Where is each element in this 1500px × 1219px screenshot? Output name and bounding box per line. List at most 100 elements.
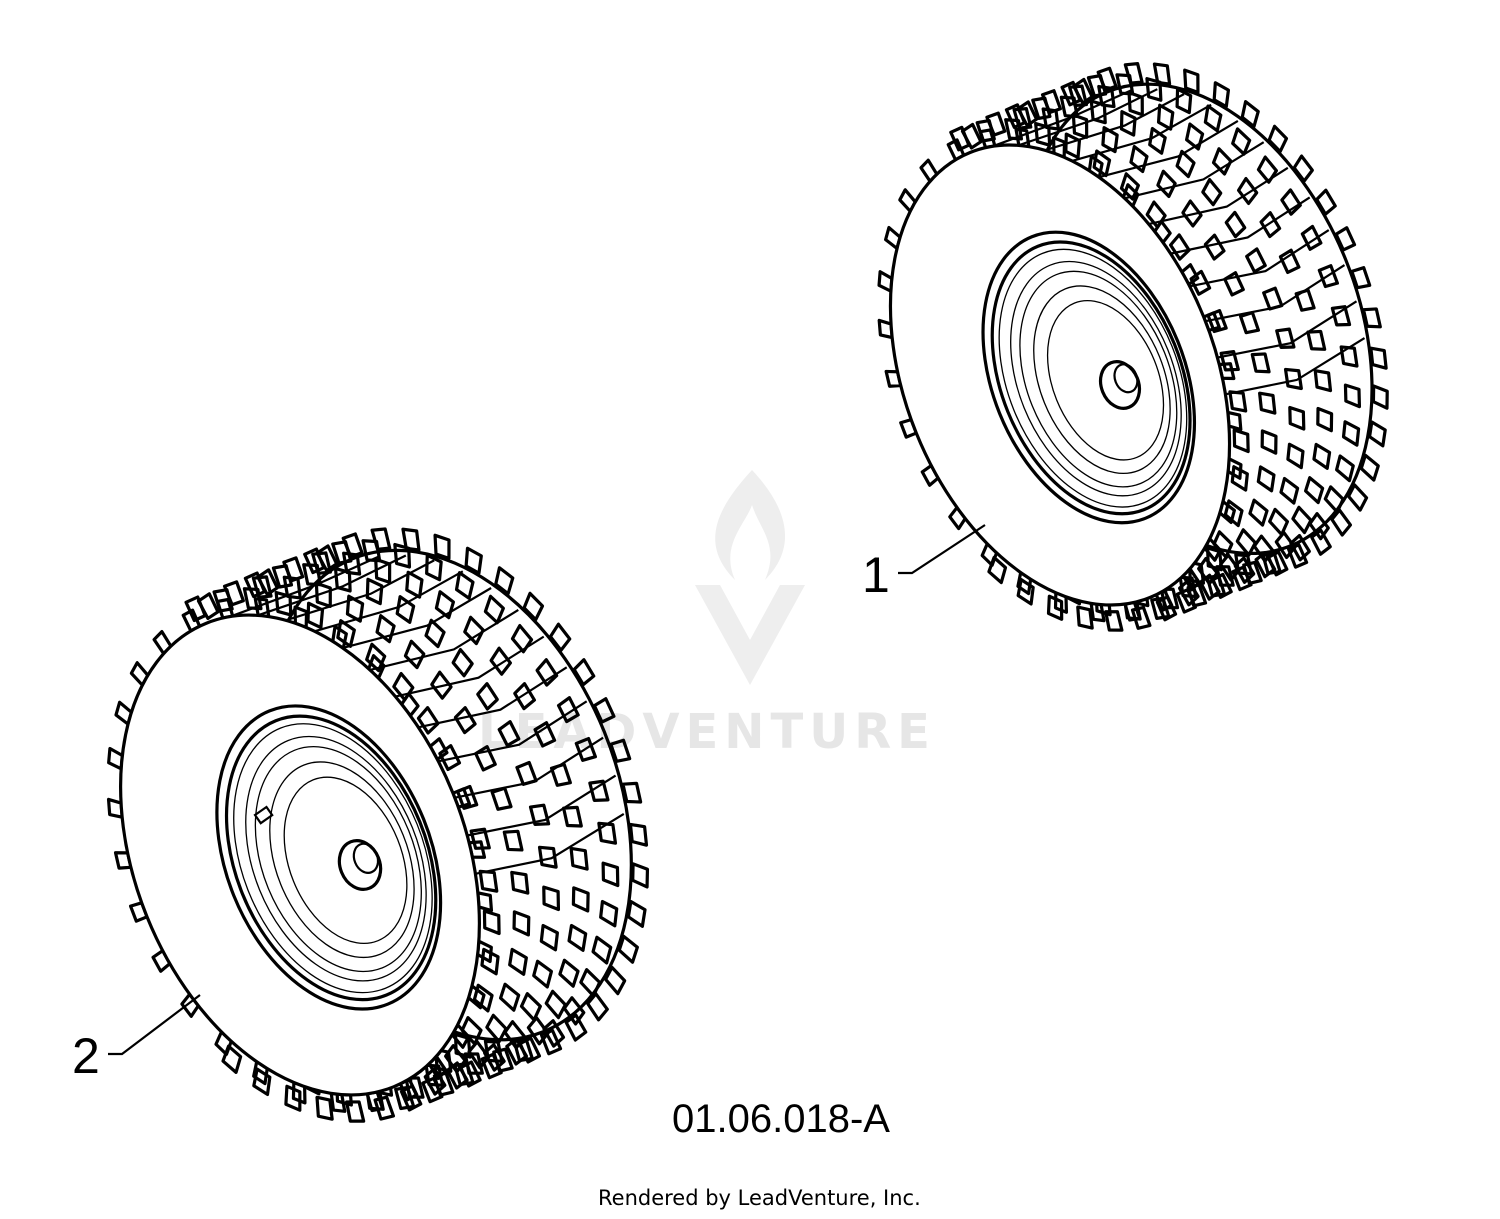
tread-lug <box>631 862 650 889</box>
leader-line-1 <box>898 524 986 575</box>
tread-lug <box>1175 87 1193 115</box>
tread-chevron <box>1189 229 1330 288</box>
tread-lug <box>1313 369 1333 393</box>
tread-lug <box>485 1013 508 1044</box>
tread-lug <box>1242 560 1263 585</box>
tread-lug <box>1341 420 1361 447</box>
tread-lug <box>490 786 513 811</box>
tread-lug <box>1291 505 1313 535</box>
tread-lug <box>1289 533 1312 562</box>
tread-lug <box>1152 62 1172 86</box>
tread-lug <box>574 736 597 762</box>
tread-lug <box>1060 80 1082 107</box>
tread-chevron <box>467 774 617 837</box>
tread-lug <box>453 706 477 735</box>
tread-lug <box>478 869 499 893</box>
tread-lug <box>579 968 602 998</box>
tread-chevron <box>1205 264 1346 323</box>
wheel-rim-ring <box>254 746 422 973</box>
tread-lug <box>1306 329 1327 351</box>
tread-lug <box>1308 512 1330 541</box>
tread-lug <box>221 1044 243 1074</box>
tread-lug <box>985 111 1007 137</box>
tread-lug <box>454 571 475 600</box>
tread-lug <box>1016 100 1039 128</box>
tread-lug <box>425 553 443 582</box>
tread-lug <box>539 1028 563 1056</box>
tread-lug <box>513 682 537 711</box>
tread-lug <box>599 899 619 928</box>
tread-lug <box>1250 352 1271 374</box>
tread-lug <box>243 571 267 599</box>
tread-chevron <box>285 559 435 622</box>
tread-lug <box>1288 405 1306 431</box>
tire-sidewall <box>888 143 1232 607</box>
wheel-rim-ring <box>1033 285 1171 475</box>
tread-lug <box>394 1085 416 1111</box>
tread-lug <box>1119 110 1137 137</box>
wheel-rim-ring <box>998 248 1188 508</box>
tread-lug <box>1223 499 1244 528</box>
tread-chevron <box>1017 88 1158 147</box>
leader-line-2 <box>108 994 201 1056</box>
tread-lug <box>1335 454 1355 483</box>
tread-lug <box>591 935 613 965</box>
tire-sidewall <box>119 613 481 1097</box>
tread-lug <box>572 658 596 687</box>
tread-chevron <box>257 554 407 617</box>
watermark-text: LEADVENTURE <box>478 704 936 760</box>
tread-lug <box>567 923 588 952</box>
wheel-rim-ring <box>233 723 433 994</box>
callout-number-2[interactable]: 2 <box>72 1028 100 1084</box>
tread-lug <box>558 958 580 988</box>
tread-chevron <box>418 666 568 729</box>
tread-lug <box>489 646 512 676</box>
tread-lug <box>1317 264 1340 289</box>
tread-lug <box>1201 178 1223 207</box>
tread-lug <box>1119 172 1140 201</box>
tread-lug <box>314 581 332 608</box>
tread-lug <box>1046 594 1064 621</box>
tread-chevron <box>438 700 588 763</box>
wheel-rim-ring <box>245 735 427 982</box>
tread-lug <box>1330 508 1353 537</box>
tread-lug <box>522 591 545 622</box>
tread-chevron <box>395 635 545 698</box>
tread-lug <box>1310 528 1332 556</box>
tread-lug <box>476 682 499 711</box>
tread-lug <box>626 899 647 928</box>
tread-lug <box>601 861 620 888</box>
tread-chevron <box>475 812 625 875</box>
callout-number-1[interactable]: 1 <box>862 547 890 603</box>
tread-lug <box>438 744 462 772</box>
tread-lug <box>480 947 500 976</box>
tread-lug <box>1260 429 1278 455</box>
tread-lug <box>284 1084 302 1112</box>
tread-lug <box>603 965 627 996</box>
tread-lug <box>502 829 524 852</box>
tread-lug <box>1224 210 1247 239</box>
tread-lug <box>1092 149 1112 178</box>
tread-chevron <box>1071 103 1212 163</box>
tread-lug <box>1206 309 1228 334</box>
tread-lug <box>1330 305 1352 327</box>
flame-logo-icon <box>695 470 805 685</box>
tread-lug <box>1016 578 1035 606</box>
tread-lug <box>1004 103 1027 129</box>
tread-lug <box>518 1036 542 1064</box>
tread-lug <box>1071 113 1089 139</box>
tread-lug <box>548 622 572 652</box>
tread-lug <box>1245 247 1267 274</box>
tread-lug <box>1316 406 1334 433</box>
tread-lug <box>498 982 521 1012</box>
tread-lug <box>1312 442 1332 470</box>
leadventure-watermark: LEADVENTURE <box>478 470 936 760</box>
tread-chevron <box>1124 141 1265 200</box>
tread-chevron <box>1098 119 1239 179</box>
tread-lug <box>222 580 245 607</box>
tread-lug <box>1235 528 1257 557</box>
tread-chevron <box>1225 337 1366 396</box>
tread-lug <box>306 601 325 630</box>
tread-lug <box>1186 583 1208 608</box>
tread-lug <box>1236 176 1259 206</box>
